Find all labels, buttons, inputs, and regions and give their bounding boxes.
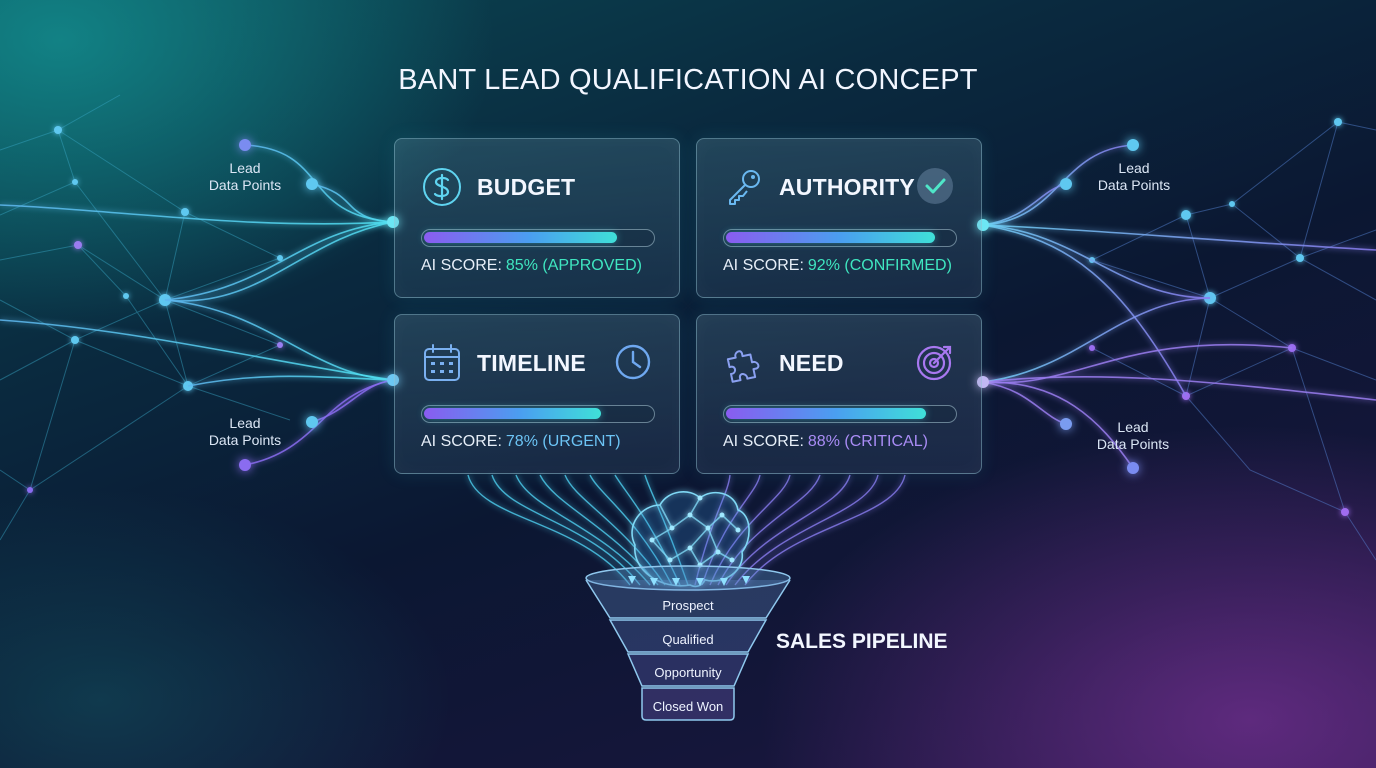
key-icon [723, 166, 765, 208]
funnel-stage-closed-won: Closed Won [652, 699, 724, 714]
ai-score-value: 85% (APPROVED) [505, 257, 642, 274]
ai-score: AI SCORE:85% (APPROVED) [421, 257, 642, 274]
score-bar [723, 405, 957, 423]
left-wire-nodes [239, 139, 399, 471]
score-bar-fill [726, 232, 935, 243]
funnel-stage-qualified: Qualified [662, 632, 714, 647]
card-title: BUDGET [477, 174, 576, 200]
score-bar [723, 229, 957, 247]
score-bar-fill [726, 408, 926, 419]
funnel-arrows [628, 576, 750, 586]
score-bar [421, 405, 655, 423]
need-card: NEED AI SCORE:88% (CRITICAL) [696, 314, 982, 474]
calendar-icon [421, 342, 463, 384]
left-mesh-nodes [27, 126, 283, 493]
score-bar-fill [424, 232, 617, 243]
timeline-card: TIMELINE AI SCORE:78% (URGENT) [394, 314, 680, 474]
dollar-icon [421, 166, 463, 208]
ai-score-value: 92% (CONFIRMED) [807, 257, 952, 274]
check-icon [915, 166, 955, 206]
authority-card: AUTHORITY AI SCORE:92% (CONFIRMED) [696, 138, 982, 298]
ai-score: AI SCORE:92% (CONFIRMED) [723, 257, 952, 274]
brain-icon [631, 491, 750, 588]
right-wires [982, 144, 1376, 469]
ai-score-value: 78% (URGENT) [505, 433, 621, 450]
card-title: TIMELINE [477, 350, 586, 376]
card-title: NEED [779, 350, 844, 376]
sales-pipeline-label: SALES PIPELINE [776, 630, 948, 653]
page-title: BANT LEAD QUALIFICATION AI CONCEPT [398, 64, 978, 96]
score-bar [421, 229, 655, 247]
puzzle-icon [723, 342, 765, 384]
funnel-stage-prospect: Prospect [662, 598, 714, 613]
right-wire-nodes [977, 139, 1139, 474]
funnel-stage-opportunity: Opportunity [654, 665, 722, 680]
budget-card: BUDGET AI SCORE:85% (APPROVED) [394, 138, 680, 298]
sales-funnel [585, 565, 791, 721]
target-icon [915, 342, 955, 382]
ai-score: AI SCORE:78% (URGENT) [421, 433, 621, 450]
score-bar-fill [424, 408, 601, 419]
clock-icon [613, 342, 653, 382]
ai-score: AI SCORE:88% (CRITICAL) [723, 433, 928, 450]
ai-score-value: 88% (CRITICAL) [807, 433, 928, 450]
right-mesh-nodes [1089, 118, 1349, 516]
card-title: AUTHORITY [779, 174, 915, 200]
